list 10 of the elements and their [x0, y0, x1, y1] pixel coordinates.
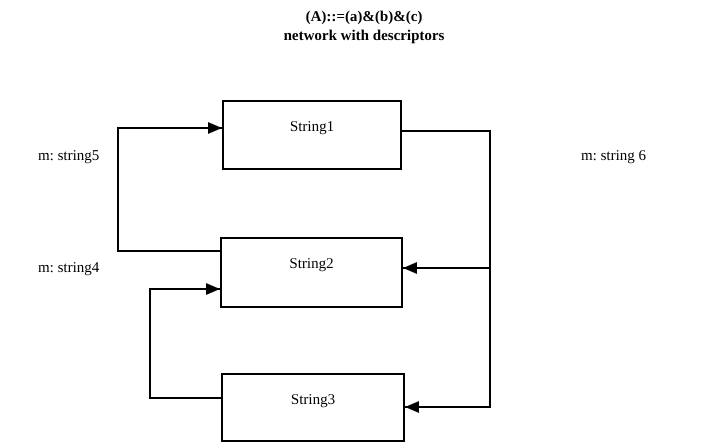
- subtitle: network with descriptors: [282, 27, 446, 45]
- edge-label: m: string4: [38, 259, 100, 278]
- connector-arrow: [117, 122, 222, 252]
- process-box: String3: [221, 373, 405, 442]
- message-label: m: string 6: [581, 147, 646, 166]
- process-box: String2: [220, 237, 403, 308]
- process-box: String1: [222, 100, 402, 170]
- diagram-title: (A)::=(a)&(b)&(c): [304, 8, 424, 26]
- edge-label: m: string5: [38, 147, 100, 166]
- connector-arrow: [149, 283, 221, 399]
